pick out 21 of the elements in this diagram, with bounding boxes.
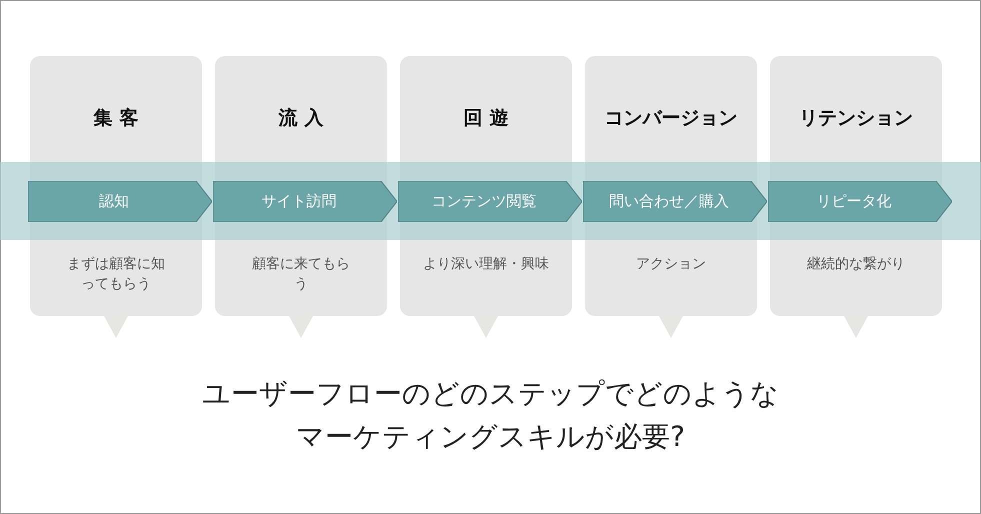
step-heading: リテンション bbox=[798, 106, 914, 131]
step-description: まずは顧客に知ってもらう bbox=[66, 255, 166, 294]
step-description: 継続的な繋がり bbox=[806, 255, 906, 274]
chevron-step bbox=[583, 181, 767, 222]
step-heading: 回 遊 bbox=[462, 106, 510, 131]
step-label: 問い合わせ／購入 bbox=[609, 191, 729, 212]
chevron-step bbox=[398, 181, 582, 222]
question-text: ユーザーフローのどのステップでどのようなマーケティングスキルが必要? bbox=[201, 376, 780, 455]
step-label: コンテンツ閲覧 bbox=[432, 191, 536, 212]
step-label: 認知 bbox=[99, 191, 129, 212]
chevron-step bbox=[768, 181, 952, 222]
step-heading: 流 入 bbox=[277, 106, 324, 131]
step-label: リピータ化 bbox=[816, 191, 892, 212]
step-description: より深い理解・興味 bbox=[422, 255, 550, 274]
step-heading: コンバージョン bbox=[604, 106, 738, 131]
step-description: 顧客に来てもらう bbox=[251, 255, 351, 294]
chevron-step bbox=[213, 181, 397, 222]
step-heading: 集 客 bbox=[92, 106, 140, 131]
step-description: アクション bbox=[635, 255, 707, 274]
step-label: サイト訪問 bbox=[262, 191, 336, 212]
chevron-step bbox=[28, 181, 212, 222]
